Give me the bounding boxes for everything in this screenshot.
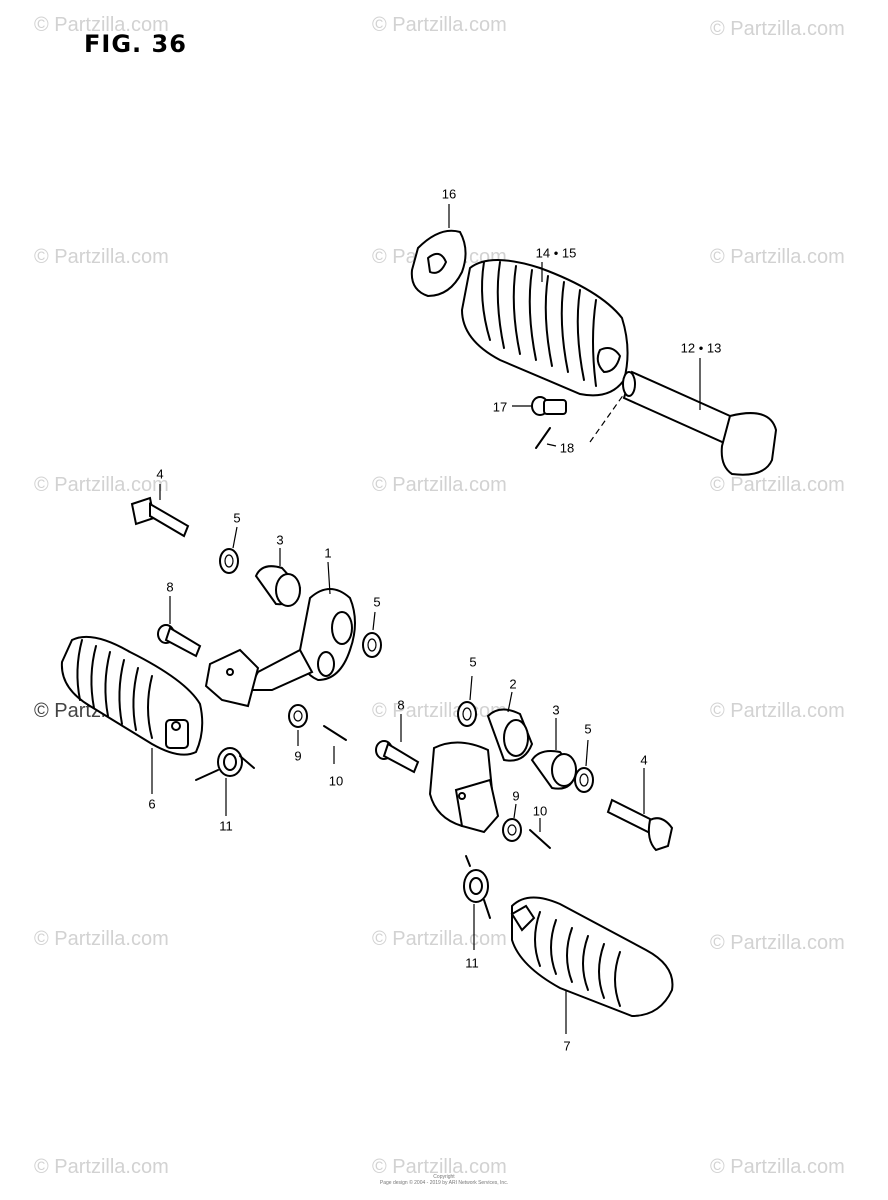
part-2-bracket	[428, 708, 534, 834]
watermark: © Partzilla.com	[34, 246, 169, 268]
part-8-pin-left	[157, 624, 202, 658]
part-5-washer	[362, 632, 382, 658]
watermark: © Partzilla.com	[710, 1156, 845, 1178]
watermark: © Partzilla.com	[710, 18, 845, 40]
callout-12-13: 12 • 13	[680, 340, 722, 356]
copyright-notice: Copyright Page design © 2004 - 2019 by A…	[0, 1174, 888, 1186]
watermark: © Partzilla.com	[372, 1156, 507, 1178]
callout-6: 6	[148, 796, 156, 812]
watermark: © Partzilla.com	[710, 700, 845, 722]
callout-9: 9	[512, 788, 520, 804]
part-3-bushing-right	[530, 750, 578, 790]
callout-18: 18	[559, 440, 575, 456]
part-6-rubber	[60, 636, 204, 756]
callout-8: 8	[397, 697, 405, 713]
part-12-13-peg	[622, 370, 778, 476]
part-11-spring-left	[195, 747, 255, 781]
watermark: © Partzilla.com	[34, 928, 169, 950]
callout-5: 5	[584, 721, 592, 737]
watermark: © Partzilla.com	[34, 474, 169, 496]
part-4-bolt-left	[130, 496, 190, 538]
callout-5: 5	[233, 510, 241, 526]
callout-7: 7	[563, 1038, 571, 1054]
watermark: © Partzilla.com	[710, 932, 845, 954]
callout-9: 9	[294, 748, 302, 764]
callout-4: 4	[156, 466, 164, 482]
callout-16: 16	[441, 186, 457, 202]
part-5-washer	[457, 701, 477, 727]
part-5-washer	[219, 548, 239, 574]
part-11-spring-right	[463, 855, 491, 919]
callout-8: 8	[166, 579, 174, 595]
callout-1: 1	[324, 545, 332, 561]
watermark: © Partzilla.com	[372, 474, 507, 496]
part-4-bolt-right	[606, 798, 674, 852]
part-14-15-rubber	[460, 259, 629, 397]
part-9-washer	[502, 818, 522, 842]
part-3-bushing-left	[254, 565, 302, 607]
watermark: © Partzilla.com	[372, 14, 507, 36]
part-9-washer	[288, 704, 308, 728]
callout-3: 3	[552, 702, 560, 718]
watermark: © Partzilla.com	[34, 14, 169, 36]
callout-14-15: 14 • 15	[535, 245, 577, 261]
part-1-bracket	[204, 588, 356, 708]
part-8-pin-right	[375, 740, 420, 774]
callout-17: 17	[492, 399, 508, 415]
callout-5: 5	[469, 654, 477, 670]
part-16-plate	[410, 229, 467, 298]
part-7-rubber	[510, 896, 674, 1018]
watermark: © Partzilla.com	[710, 474, 845, 496]
copyright-line: Page design © 2004 - 2019 by ARI Network…	[379, 1180, 509, 1186]
part-5-washer	[574, 767, 594, 793]
callout-10: 10	[532, 803, 548, 819]
watermark: © Partzilla.com	[372, 928, 507, 950]
callout-5: 5	[373, 594, 381, 610]
callout-2: 2	[509, 676, 517, 692]
watermark: © Partzilla.com	[710, 246, 845, 268]
callout-11: 11	[465, 955, 479, 971]
callout-10: 10	[328, 773, 344, 789]
figure-title: FIG. 36	[84, 30, 187, 58]
callout-11: 11	[219, 818, 233, 834]
callout-3: 3	[276, 532, 284, 548]
copyright-line: Copyright	[433, 1174, 455, 1180]
watermark: © Partzilla.com	[34, 1156, 169, 1178]
part-17-pin	[531, 396, 567, 416]
callout-4: 4	[640, 752, 648, 768]
